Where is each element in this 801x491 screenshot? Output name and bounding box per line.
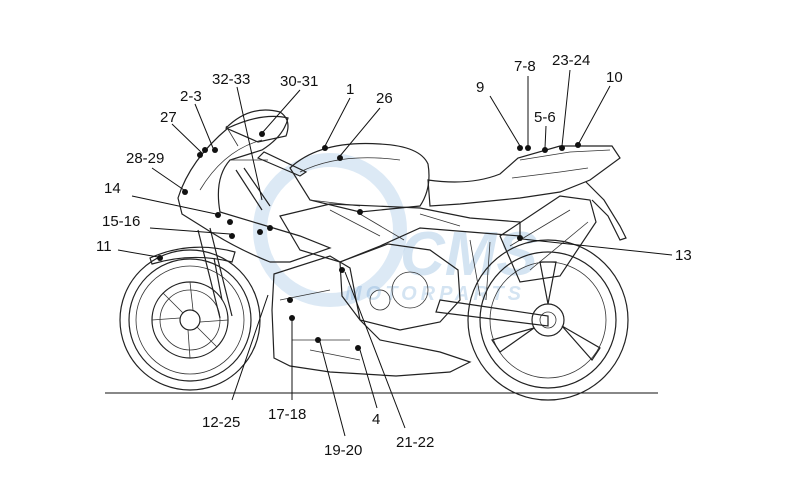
leader-lines [117, 69, 673, 437]
label-2-3: 2-3 [180, 88, 202, 105]
handlebar [235, 151, 308, 211]
motorcycle-outline [119, 109, 629, 401]
callout-dots [157, 131, 581, 351]
seat-tail [427, 145, 621, 207]
rear-wheel [467, 239, 629, 401]
front-fairing [177, 115, 332, 263]
label-5-6: 5-6 [534, 109, 556, 126]
label-23-24: 23-24 [552, 52, 590, 69]
label-30-31: 30-31 [280, 73, 318, 90]
label-32-33: 32-33 [212, 71, 250, 88]
label-11: 11 [96, 238, 112, 255]
label-14: 14 [104, 180, 121, 197]
frame [279, 203, 521, 263]
label-4: 4 [372, 411, 380, 428]
label-1: 1 [346, 81, 354, 98]
exhaust [499, 195, 597, 283]
label-15-16: 15-16 [102, 213, 140, 230]
front-fork [197, 227, 233, 319]
label-19-20: 19-20 [324, 442, 362, 459]
engine [339, 243, 461, 331]
part-labels: 1 26 30-31 32-33 2-3 27 28-29 14 15-16 1… [96, 52, 692, 459]
label-12-25: 12-25 [202, 414, 240, 431]
label-13: 13 [675, 247, 692, 264]
lower-fairing [271, 255, 472, 377]
label-17-18: 17-18 [268, 406, 306, 423]
fuel-tank [289, 142, 430, 213]
watermark-brand: CMS [400, 220, 538, 289]
label-27: 27 [160, 109, 177, 126]
label-9: 9 [476, 79, 484, 96]
label-10: 10 [606, 69, 623, 86]
watermark: CMS MOTORPARTS [253, 153, 538, 307]
front-mudguard [149, 246, 236, 265]
label-21-22: 21-22 [396, 434, 434, 451]
swingarm [435, 299, 549, 327]
license-bracket [585, 181, 627, 241]
watermark-sub: MOTORPARTS [345, 283, 525, 305]
label-26: 26 [376, 90, 393, 107]
front-wheel [119, 249, 261, 391]
label-7-8: 7-8 [514, 58, 536, 75]
label-28-29: 28-29 [126, 150, 164, 167]
